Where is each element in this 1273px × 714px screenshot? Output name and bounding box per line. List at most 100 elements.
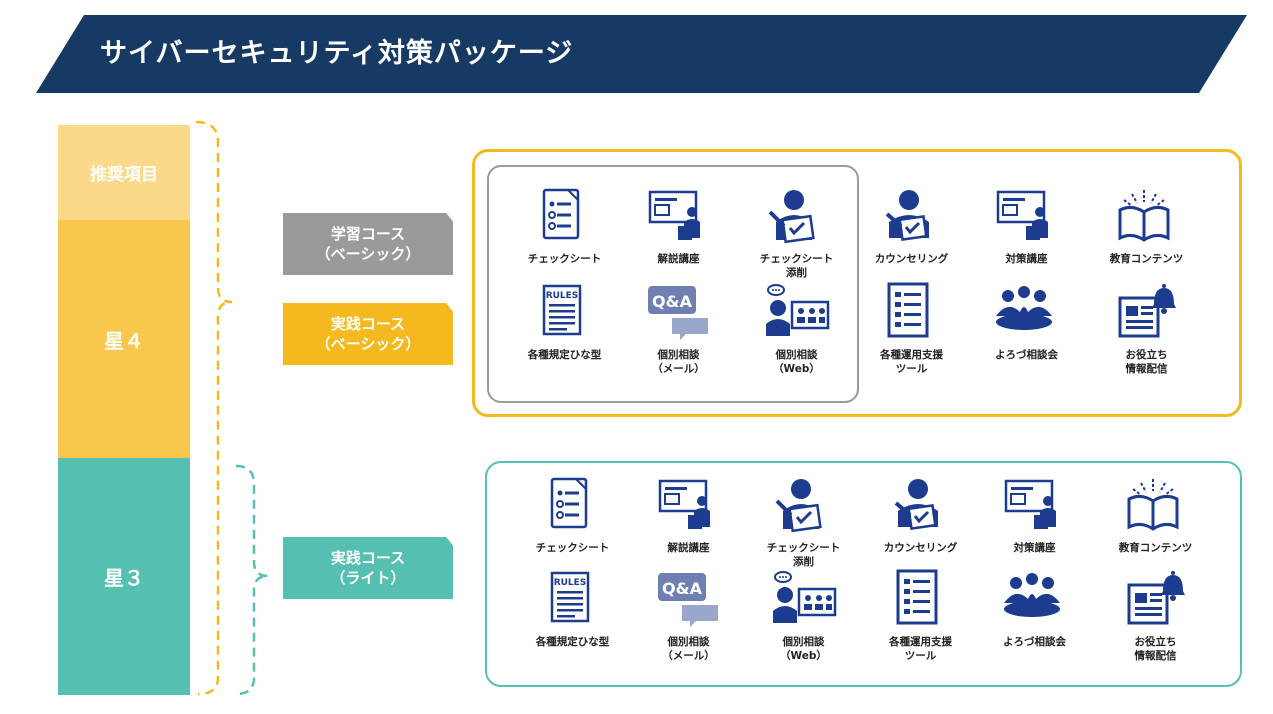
- star4-item-10-sublabel: ツール: [895, 363, 928, 375]
- star3-item-12: お役立ち情報配信: [1098, 569, 1213, 663]
- star4-item-7: RULES 各種規定ひな型: [507, 282, 622, 362]
- practice-lite-course-label: 実践コース （ライト）: [283, 537, 453, 599]
- counseling-icon: [863, 475, 978, 535]
- star3-item-5: 対策講座: [977, 475, 1092, 555]
- star3-item-2: 解説講座: [631, 475, 746, 555]
- star4-item-3-sublabel: 添削: [786, 267, 807, 279]
- star4-item-5-label: 対策講座: [1005, 253, 1048, 265]
- star4-label: 星４: [104, 328, 144, 353]
- star3-item-12-label: お役立ち: [1134, 636, 1177, 648]
- checksheet-review-icon: [746, 475, 861, 535]
- star4-brace: [195, 120, 233, 696]
- star3-item-6: 教育コンテンツ: [1098, 475, 1213, 555]
- learning-course-group: [487, 165, 859, 403]
- rules-document-icon: RULES: [507, 282, 622, 342]
- star4-item-9-sublabel: （Web）: [773, 363, 820, 375]
- practice-basic-course-label: 実践コース （ベーシック）: [283, 303, 453, 365]
- star3-item-4-label: カウンセリング: [883, 542, 958, 554]
- practice-basic-course-name: 実践コース: [330, 315, 406, 333]
- star3-item-8: Q&A 個別相談 （メール）: [631, 569, 746, 663]
- star4-item-3: チェックシート添削: [739, 186, 854, 280]
- lecture-icon: [621, 186, 736, 246]
- book-icon: [1098, 475, 1213, 535]
- svg-text:RULES: RULES: [545, 291, 578, 301]
- web-consult-icon: [739, 282, 854, 342]
- practice-lite-course-name: 実践コース: [330, 549, 406, 567]
- star4-item-8-label: 個別相談: [657, 349, 700, 361]
- star3-item-10: 各種運用支援ツール: [863, 569, 978, 663]
- title-banner: [36, 15, 1247, 93]
- star3-brace: [235, 464, 269, 696]
- counseling-icon: [854, 186, 969, 246]
- web-consult-icon: [746, 569, 861, 629]
- star4-item-9-label: 個別相談: [775, 349, 818, 361]
- star4-item-12-sublabel: 情報配信: [1125, 363, 1168, 375]
- practice-basic-course-sub: （ベーシック）: [315, 335, 421, 353]
- star3-item-1-label: チェックシート: [535, 542, 610, 554]
- star4-block: 星４: [58, 220, 190, 458]
- star3-item-10-sublabel: ツール: [904, 650, 937, 662]
- lecture-icon: [631, 475, 746, 535]
- star3-item-1: チェックシート: [515, 475, 630, 555]
- star3-item-7: RULES 各種規定ひな型: [515, 569, 630, 649]
- star4-item-8: Q&A 個別相談 （メール）: [621, 282, 736, 376]
- star3-item-12-sublabel: 情報配信: [1134, 650, 1177, 662]
- star3-item-11-label: よろづ相談会: [1003, 636, 1066, 648]
- star3-item-3-label: チェックシート: [766, 542, 841, 554]
- star4-item-9: 個別相談 （Web）: [739, 282, 854, 376]
- checksheet-review-icon: [739, 186, 854, 246]
- star3-item-3: チェックシート添削: [746, 475, 861, 569]
- star4-item-12-label: お役立ち: [1125, 349, 1168, 361]
- star4-item-1-label: チェックシート: [527, 253, 602, 265]
- star3-block: 星３: [58, 458, 190, 695]
- recommended-label: 推奨項目: [90, 165, 158, 185]
- practice-lite-course-sub: （ライト）: [330, 569, 406, 587]
- news-alert-icon: [1089, 282, 1204, 342]
- star3-item-9: 個別相談 （Web）: [746, 569, 861, 663]
- star4-item-1: チェックシート: [507, 186, 622, 266]
- star4-panel: [472, 149, 1242, 417]
- qa-icon: Q&A: [621, 282, 736, 342]
- star3-item-8-sublabel: （メール）: [662, 650, 715, 662]
- qa-icon: Q&A: [631, 569, 746, 629]
- star4-item-6-label: 教育コンテンツ: [1109, 253, 1184, 265]
- star4-item-3-label: チェックシート: [759, 253, 834, 265]
- lecture-icon: [969, 186, 1084, 246]
- lecture-icon: [977, 475, 1092, 535]
- star4-item-10-label: 各種運用支援: [880, 349, 943, 361]
- book-icon: [1089, 186, 1204, 246]
- star3-panel: [485, 461, 1242, 687]
- star3-item-9-sublabel: （Web）: [780, 650, 827, 662]
- learning-course-name: 学習コース: [330, 225, 406, 243]
- recommended-header: 推奨項目: [58, 125, 190, 220]
- star4-item-2: 解説講座: [621, 186, 736, 266]
- star3-item-6-label: 教育コンテンツ: [1118, 542, 1193, 554]
- star4-item-10: 各種運用支援ツール: [854, 282, 969, 376]
- star3-item-9-label: 個別相談: [782, 636, 825, 648]
- star4-item-11-label: よろづ相談会: [995, 349, 1058, 361]
- star3-label: 星３: [104, 566, 144, 590]
- star4-item-6: 教育コンテンツ: [1089, 186, 1204, 266]
- star4-item-8-sublabel: （メール）: [652, 363, 705, 375]
- checklist-icon: [507, 186, 622, 246]
- star4-item-11: よろづ相談会: [969, 282, 1084, 362]
- page-title: サイバーセキュリティ対策パッケージ: [100, 38, 574, 69]
- star3-item-2-label: 解説講座: [667, 542, 710, 554]
- learning-course-label: 学習コース （ベーシック）: [283, 213, 453, 275]
- star4-item-2-label: 解説講座: [657, 253, 700, 265]
- checklist-icon: [515, 475, 630, 535]
- star4-item-4-label: カウンセリング: [874, 253, 949, 265]
- group-meeting-icon: [969, 282, 1084, 342]
- star4-item-12: お役立ち情報配信: [1089, 282, 1204, 376]
- star3-item-10-label: 各種運用支援: [889, 636, 952, 648]
- star4-item-7-label: 各種規定ひな型: [527, 349, 602, 361]
- svg-text:RULES: RULES: [553, 578, 586, 588]
- star3-item-8-label: 個別相談: [667, 636, 710, 648]
- svg-text:Q&A: Q&A: [652, 292, 693, 311]
- star3-item-4: カウンセリング: [863, 475, 978, 555]
- group-meeting-icon: [977, 569, 1092, 629]
- star4-item-5: 対策講座: [969, 186, 1084, 266]
- tool-list-icon: [854, 282, 969, 342]
- star3-item-11: よろづ相談会: [977, 569, 1092, 649]
- learning-course-sub: （ベーシック）: [315, 245, 421, 263]
